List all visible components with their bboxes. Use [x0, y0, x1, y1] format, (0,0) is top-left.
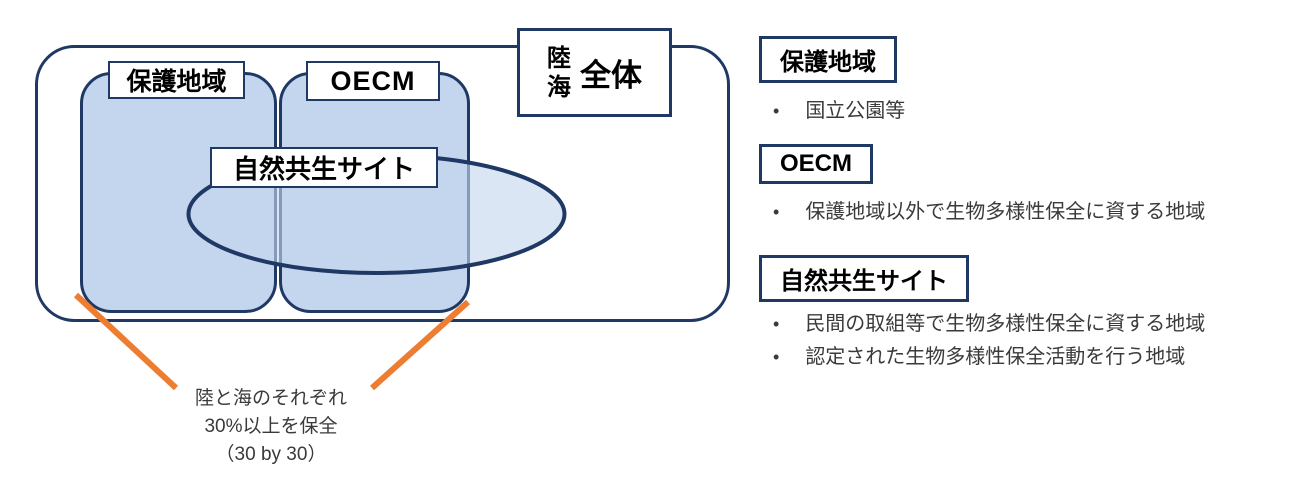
legend-header-protected-area: 保護地域	[759, 36, 897, 83]
legend-bullet: • 保護地域以外で生物多様性保全に資する地域	[759, 196, 1289, 229]
protected-area-label: 保護地域	[108, 61, 245, 99]
legend-header-oecm: OECM	[759, 144, 873, 184]
note-line-3: （30 by 30）	[215, 444, 327, 465]
bullet-icon: •	[773, 101, 780, 121]
legend-section-oecm: OECM • 保護地域以外で生物多様性保全に資する地域	[759, 144, 1289, 229]
bullet-text: 認定された生物多様性保全活動を行う地域	[805, 346, 1186, 368]
legend-panel: 保護地域 • 国立公園等 OECM • 保護地域以外で生物多様性保全に資する地域…	[759, 36, 1289, 374]
callout-line-right	[369, 299, 471, 391]
nature-site-label: 自然共生サイト	[210, 147, 438, 188]
note-line-1: 陸と海のそれぞれ	[194, 388, 347, 409]
oecm-label: OECM	[306, 61, 440, 101]
land-label: 陸	[547, 44, 571, 72]
legend-bullet: • 民間の取組等で生物多様性保全に資する地域	[759, 308, 1289, 341]
land-sea-labels: 陸 海	[547, 44, 571, 102]
whole-label: 全体	[580, 58, 642, 93]
note-line-2: 30%以上を保全	[204, 416, 338, 437]
bullet-text: 保護地域以外で生物多様性保全に資する地域	[805, 201, 1206, 223]
bullet-text: 民間の取組等で生物多様性保全に資する地域	[805, 313, 1206, 335]
bullet-icon: •	[773, 202, 780, 222]
legend-section-protected-area: 保護地域 • 国立公園等	[759, 36, 1289, 128]
sea-label: 海	[547, 73, 571, 101]
legend-bullet: • 認定された生物多様性保全活動を行う地域	[759, 341, 1289, 374]
bullet-text: 国立公園等	[805, 100, 906, 122]
whole-area-box: 陸 海 全体	[517, 28, 672, 117]
callout-line-left	[73, 292, 179, 391]
bullet-icon: •	[773, 347, 780, 367]
legend-section-nature-site: 自然共生サイト • 民間の取組等で生物多様性保全に資する地域 • 認定された生物…	[759, 255, 1289, 374]
legend-bullet: • 国立公園等	[759, 95, 1289, 128]
bullet-icon: •	[773, 314, 780, 334]
legend-header-nature-site: 自然共生サイト	[759, 255, 969, 302]
thirty-by-thirty-note: 陸と海のそれぞれ 30%以上を保全 （30 by 30）	[150, 385, 392, 469]
